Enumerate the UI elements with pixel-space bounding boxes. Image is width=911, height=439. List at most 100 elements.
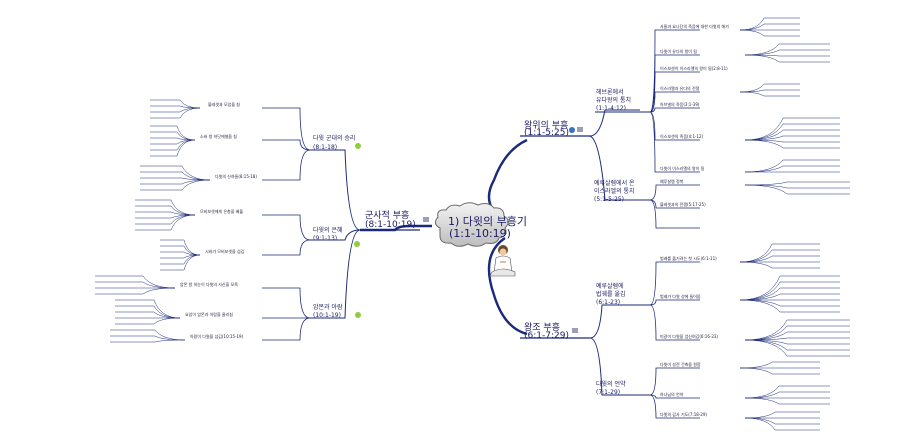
node-l6: 암몬 왕 하눈이 다윗의 사신을 모욕 bbox=[180, 281, 238, 287]
leaf-connector bbox=[744, 43, 830, 56]
node-r1: 사울과 요나단의 죽음에 대한 다윗의 애가 bbox=[660, 23, 729, 29]
branch-right-upper: 왕위의 부흥 (1:1-5:25) 헤브론에서 유다왕의 통치 (1:1-4:1… bbox=[520, 29, 700, 229]
subtopic-l2-range: (9:1-13) bbox=[313, 235, 337, 242]
leaf-connector bbox=[160, 239, 201, 256]
expand-icon[interactable] bbox=[355, 143, 361, 149]
central-title: 1) 다윗의 부흥기 bbox=[448, 214, 527, 228]
leaf-connector bbox=[115, 317, 181, 325]
subtopic-l1-range: (8:1-18) bbox=[313, 144, 337, 151]
subtopic-ru1-label: 헤브론에서 bbox=[596, 88, 624, 96]
leaf-connector bbox=[739, 367, 820, 375]
subtopic-l2-label: 다윗의 은혜 bbox=[313, 226, 343, 234]
leaf-connector bbox=[135, 211, 196, 216]
left-node-labels: 블레셋과 모압을 침 소바 왕 하닷에셀을 침 다윗의 신하들(8:15-18)… bbox=[180, 101, 257, 339]
leaf-connector bbox=[739, 243, 820, 263]
leaf-connector bbox=[744, 184, 850, 195]
expand-icon[interactable] bbox=[355, 312, 361, 318]
leaf-connector bbox=[739, 281, 840, 301]
leaf-connector bbox=[744, 123, 840, 141]
note-icon bbox=[577, 127, 583, 132]
leaf-connector bbox=[744, 397, 830, 405]
leaf-connector bbox=[95, 287, 176, 295]
leaf-connector bbox=[739, 83, 800, 93]
leaf-connector bbox=[744, 117, 840, 141]
node-r12: 미갈이 다윗을 업신여김(6:16-23) bbox=[660, 333, 718, 339]
leaf-connector bbox=[739, 361, 820, 369]
node-r13: 다윗이 성전 건축을 원함 bbox=[660, 361, 701, 367]
node-r8: 예루살렘 정복 bbox=[660, 178, 684, 184]
branch-left-label: 군사적 부흥 bbox=[365, 209, 409, 221]
leaf-connector bbox=[739, 91, 800, 97]
branch-left: 군사적 부흥 (8:1-10:19) 다윗 군대의 승리 (8:1-18) 다윗… bbox=[262, 107, 429, 341]
subtopic-l3-label: 암몬과 아람 bbox=[313, 303, 343, 311]
leaf-connector bbox=[150, 105, 201, 109]
subtopic-rl2-label: 다윗의 언약 bbox=[596, 380, 626, 388]
node-l8: 아람이 다윗을 섬김(10:15-19) bbox=[190, 333, 244, 339]
leaf-connector bbox=[744, 339, 850, 351]
node-r7: 다윗이 이스라엘의 왕이 됨 bbox=[660, 165, 705, 171]
node-r10: 법궤를 옮기려는 첫 시도(6:1-11) bbox=[660, 255, 717, 261]
central-topic[interactable]: 1) 다윗의 부흥기 (1:1-10:19) bbox=[434, 202, 527, 247]
leaf-connector bbox=[115, 299, 181, 319]
note-icon bbox=[572, 328, 578, 333]
subtopic-rl1-range: (6:1-23) bbox=[596, 299, 620, 306]
branch-right-lower-label: 왕조 부흥 bbox=[524, 321, 560, 333]
leaf-connector bbox=[150, 99, 201, 109]
leaf-connector bbox=[739, 299, 840, 313]
node-r11: 법궤가 다윗 성에 들어옴 bbox=[660, 293, 701, 299]
node-r3: 이스보셋이 이스라엘의 왕이 됨(2:8-11) bbox=[660, 65, 728, 71]
subtopic-l1-label: 다윗 군대의 승리 bbox=[313, 134, 355, 142]
node-l7: 요압이 암몬과 아람을 물리침 bbox=[185, 311, 233, 317]
subtopic-ru1-range: (1:1-4:12) bbox=[596, 105, 626, 112]
node-r4: 이스라엘과 유다의 전쟁 bbox=[660, 85, 700, 91]
node-l1: 블레셋과 모압을 침 bbox=[208, 101, 240, 107]
node-l3: 다윗의 신하들(8:15-18) bbox=[215, 173, 257, 179]
central-cloud-shape bbox=[434, 202, 509, 247]
leaf-connector bbox=[160, 251, 201, 256]
subtopic-ru1-label2: 유다왕의 통치 bbox=[596, 96, 631, 104]
subtopic-rl1-label2: 법궤를 옮김 bbox=[596, 290, 626, 298]
leaf-connector bbox=[744, 54, 830, 63]
note-icon bbox=[423, 217, 429, 222]
subtopic-ru2-label: 예루살렘에서 온 bbox=[594, 179, 635, 187]
leaf-connector bbox=[744, 339, 850, 357]
leaf-connector bbox=[739, 261, 820, 269]
leaf-connector bbox=[744, 411, 820, 419]
node-r9: 블레셋과의 전쟁(5:17-25) bbox=[660, 201, 706, 207]
leaf-connector bbox=[150, 107, 201, 119]
leaf-connector bbox=[110, 339, 186, 343]
node-l4: 므비보셋에게 은총을 베풂 bbox=[200, 208, 243, 214]
expand-icon[interactable] bbox=[354, 241, 360, 247]
leaf-connector bbox=[739, 29, 800, 37]
node-r6: 이스보셋의 죽음(4:1-12) bbox=[660, 133, 704, 139]
leaf-connector bbox=[744, 181, 850, 186]
node-l5: 시바가 므비보셋을 섬김 bbox=[205, 248, 245, 254]
leaf-connector bbox=[739, 89, 800, 93]
leaf-connector bbox=[150, 139, 196, 151]
right-node-labels: 사울과 요나단의 죽음에 대한 다윗의 애가 다윗이 유다의 왕이 됨 이스보셋… bbox=[660, 23, 729, 417]
connector-right-lower bbox=[487, 237, 528, 336]
leaf-fan-lines bbox=[95, 17, 850, 431]
leaf-connector bbox=[744, 139, 840, 149]
leaf-connector bbox=[160, 254, 201, 271]
branch-left-range: (8:1-10:19) bbox=[365, 220, 416, 230]
leaf-connector bbox=[140, 179, 211, 191]
subtopic-rl2-range: (7:1-29) bbox=[596, 389, 620, 396]
branch-right-lower: 왕조 부흥 (6:1-7:29) 예루살렘에 법궤를 옮김 (6:1-23) 다… bbox=[520, 261, 700, 419]
node-r2: 다윗이 유다의 왕이 됨 bbox=[660, 48, 697, 54]
subtopic-rl1-label: 예루살렘에 bbox=[596, 282, 624, 290]
expand-icon[interactable] bbox=[569, 127, 575, 133]
branch-right-upper-label: 왕위의 부흥 bbox=[524, 119, 568, 131]
leaf-connector bbox=[135, 214, 196, 231]
subtopic-ru2-label2: 이스라엘의 통치 bbox=[594, 187, 635, 195]
leaf-connector bbox=[744, 319, 850, 341]
leaf-connector bbox=[150, 139, 196, 157]
branch-right-lower-range: (6:1-7:29) bbox=[524, 331, 569, 341]
leaf-connector bbox=[744, 417, 820, 431]
branch-right-upper-range: (1:1-5:25) bbox=[524, 128, 569, 138]
node-r14: 하나님의 언약 bbox=[660, 391, 684, 397]
node-l2: 소바 왕 하닷에셀을 침 bbox=[200, 133, 237, 139]
node-r15: 다윗의 감사 기도(7:18-29) bbox=[660, 411, 707, 417]
central-range: (1:1-10:19) bbox=[449, 227, 511, 240]
